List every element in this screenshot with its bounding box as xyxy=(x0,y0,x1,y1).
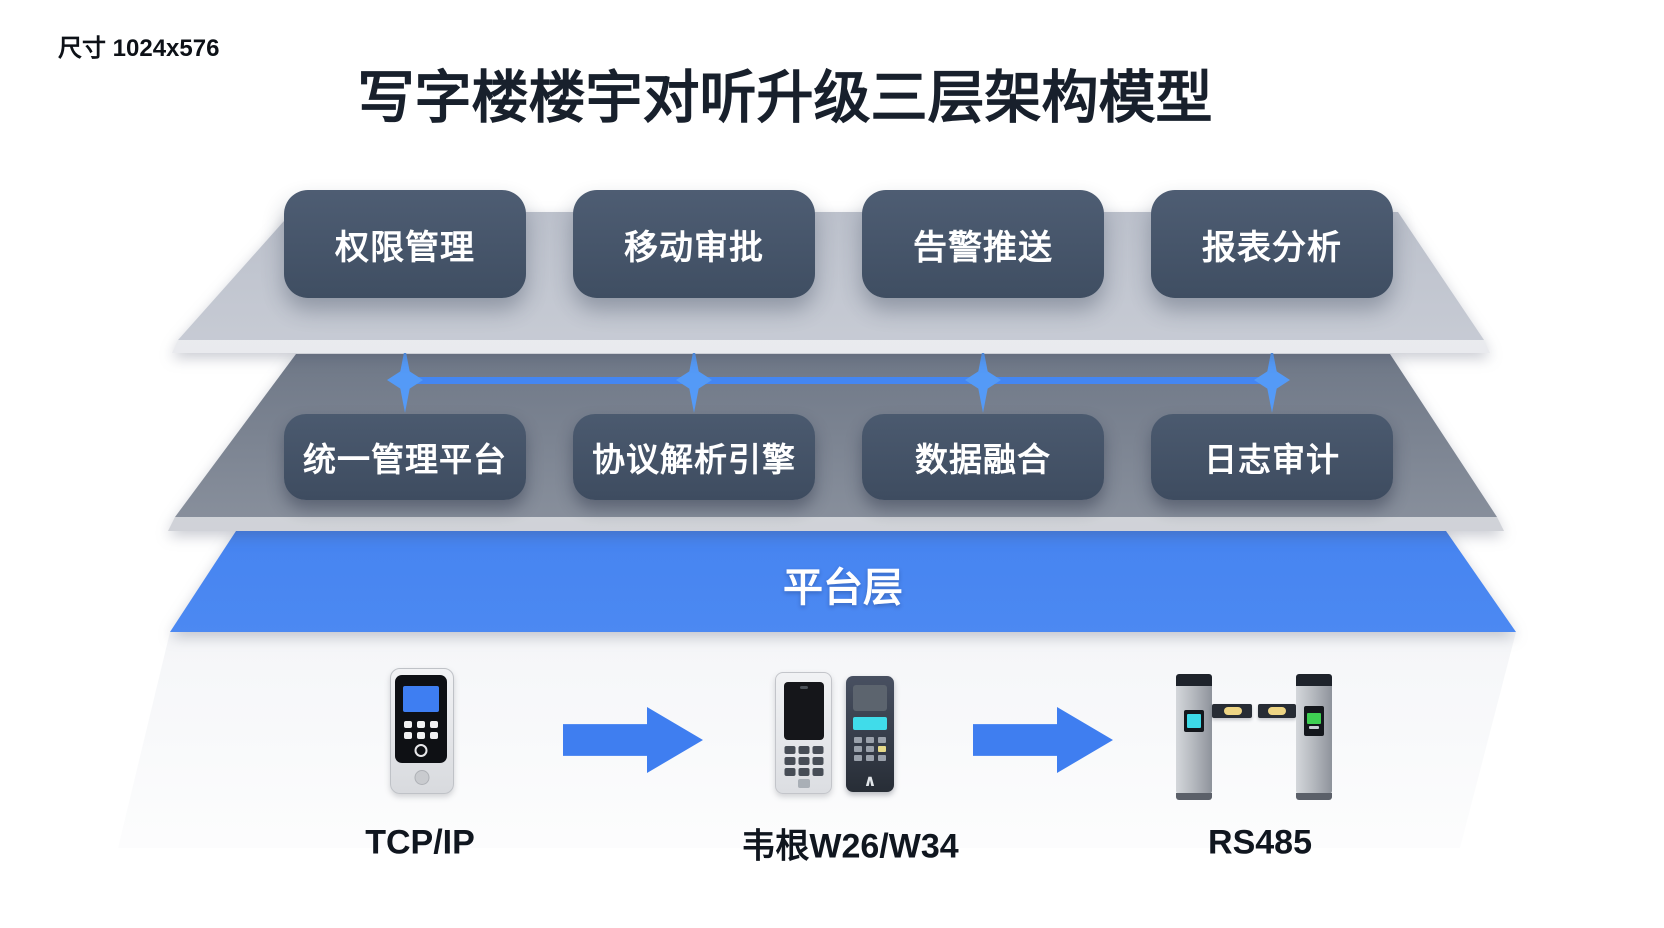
canvas-size-label: 尺寸 1024x576 xyxy=(58,35,220,62)
access-device-slot xyxy=(797,779,810,788)
turnstile-screen-green xyxy=(1304,706,1324,736)
intercom-keypad xyxy=(404,721,438,739)
door-intercom-icon xyxy=(390,668,454,794)
card-reader-keypad xyxy=(854,737,886,761)
intercom-panel xyxy=(395,675,447,763)
platform-box-label: 数据融合 xyxy=(915,441,1051,478)
pillar-body xyxy=(1296,686,1332,794)
intercom-speaker xyxy=(414,770,430,785)
pillar-base xyxy=(1296,793,1332,800)
app-box-alert-push: 告警推送 xyxy=(862,190,1104,298)
turnstile-left-pillar-icon xyxy=(1176,674,1212,800)
turnstile-right-pillar-icon xyxy=(1296,674,1332,800)
card-reader-device-icon: ∧ xyxy=(846,676,894,792)
access-keypad-device-icon xyxy=(775,672,832,794)
card-reader-lcd xyxy=(853,717,887,730)
protocol-label-rs485: RS485 xyxy=(1208,823,1312,862)
turnstile-arm-right xyxy=(1258,704,1296,718)
app-box-label: 权限管理 xyxy=(335,228,475,267)
platform-box-unified-mgmt: 统一管理平台 xyxy=(284,414,526,500)
turnstile-arm-left xyxy=(1212,704,1252,718)
pillar-cap xyxy=(1176,674,1212,686)
app-box-mobile-approval: 移动审批 xyxy=(573,190,815,298)
intercom-call-button xyxy=(414,744,428,757)
app-box-report-analysis: 报表分析 xyxy=(1151,190,1393,298)
intercom-screen xyxy=(403,686,439,712)
platform-box-label: 协议解析引擎 xyxy=(592,441,796,478)
arm-stripe xyxy=(1268,707,1286,715)
platform-box-data-fusion: 数据融合 xyxy=(862,414,1104,500)
connector-line xyxy=(405,377,1272,384)
app-box-label: 报表分析 xyxy=(1202,228,1342,267)
arm-stripe xyxy=(1224,707,1242,715)
card-reader-display xyxy=(853,685,887,711)
platform-box-label: 统一管理平台 xyxy=(303,441,507,478)
platform-box-protocol-engine: 协议解析引擎 xyxy=(573,414,815,500)
turnstile-screen-cyan xyxy=(1184,710,1204,732)
platform-band-label: 平台层 xyxy=(783,566,903,610)
pillar-cap xyxy=(1296,674,1332,686)
pillar-body xyxy=(1176,686,1212,794)
access-device-keypad xyxy=(784,746,823,776)
card-reader-logo: ∧ xyxy=(863,773,877,790)
protocol-label-wiegand: 韦根W26/W34 xyxy=(741,827,959,866)
access-device-screen xyxy=(783,682,824,740)
platform-box-label: 日志审计 xyxy=(1204,441,1340,478)
protocol-label-tcpip: TCP/IP xyxy=(365,823,475,862)
platform-box-log-audit: 日志审计 xyxy=(1151,414,1393,500)
pillar-base xyxy=(1176,793,1212,800)
access-device-camera xyxy=(799,686,808,689)
app-box-label: 告警推送 xyxy=(913,228,1053,267)
page-title: 写字楼楼宇对听升级三层架构模型 xyxy=(357,66,1213,130)
app-box-permission-mgmt: 权限管理 xyxy=(284,190,526,298)
app-box-label: 移动审批 xyxy=(624,228,764,267)
